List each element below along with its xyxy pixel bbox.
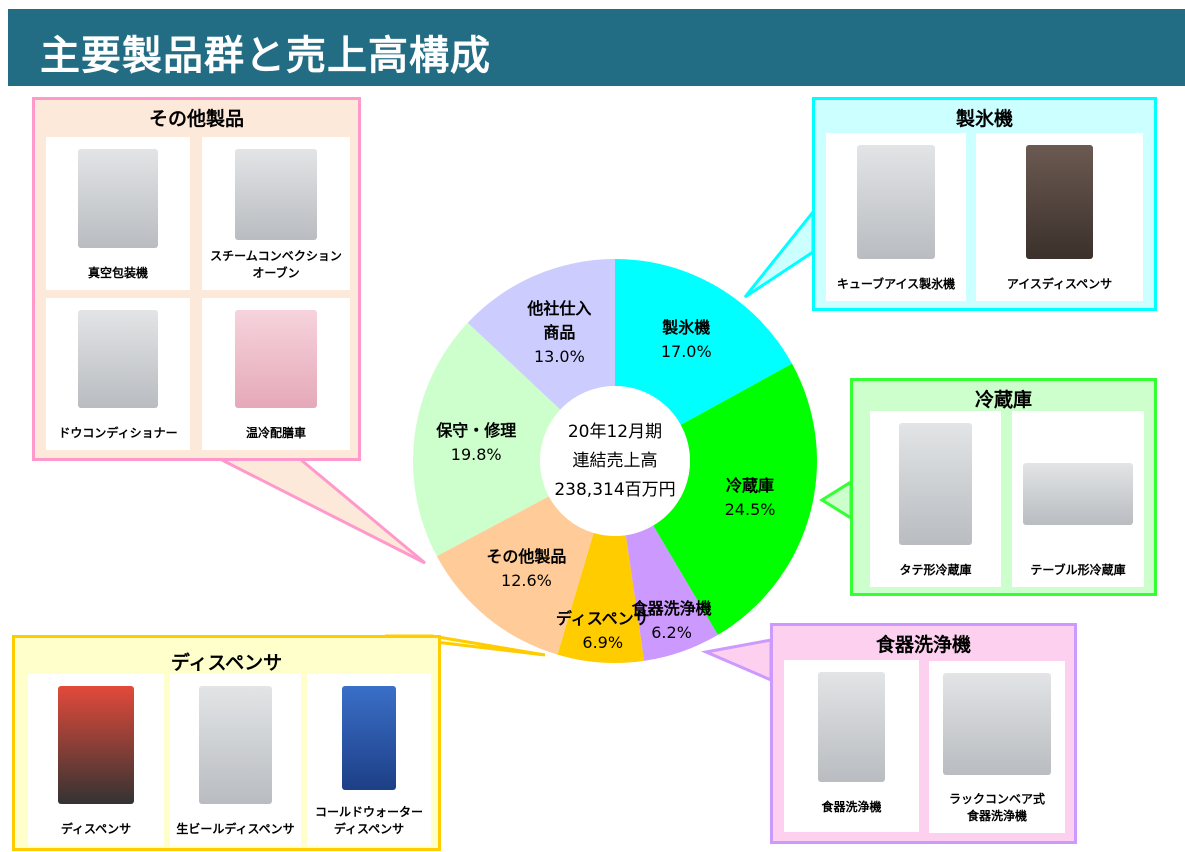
slice-label: 製氷機 17.0%: [661, 316, 712, 364]
group-title: その他製品: [148, 108, 244, 130]
group-other: その他製品 真空包装機 スチームコンベクション オーブン ドウコンディショナー …: [32, 97, 361, 461]
slice-label: 他社仕入 商品 13.0%: [527, 297, 591, 369]
product-name: タテ形冷蔵庫: [899, 563, 972, 577]
product-card: コールドウォーター ディスペンサ: [307, 674, 431, 846]
slice-name: 冷蔵庫: [726, 475, 775, 495]
center-period: 20年12月期: [567, 422, 663, 442]
slice-label: 保守・修理 19.8%: [436, 419, 516, 467]
product-image: [234, 149, 318, 240]
donut-slice: [413, 322, 561, 557]
product-image: [856, 145, 936, 259]
group-refrigerator: 冷蔵庫 タテ形冷蔵庫 テーブル形冷蔵庫: [850, 378, 1157, 596]
group-title: 冷蔵庫: [974, 389, 1032, 411]
product-card: スチームコンベクション オーブン: [202, 137, 350, 290]
page-title: 主要製品群と売上高構成: [40, 33, 491, 79]
product-name: ディスペンサ: [60, 822, 132, 836]
slice-value: 24.5%: [724, 499, 776, 519]
slice-label: 食器洗浄機 6.2%: [632, 597, 712, 645]
slice-label: 冷蔵庫 24.5%: [725, 474, 776, 522]
group-title: 食器洗浄機: [875, 634, 971, 656]
product-name: 温冷配膳車: [245, 426, 306, 440]
product-card: キューブアイス製氷機: [826, 133, 966, 301]
product-image: [817, 672, 886, 782]
product-image: [1026, 145, 1093, 259]
product-card: ディスペンサ: [28, 674, 164, 846]
product-card: アイスディスペンサ: [976, 133, 1143, 301]
slice-value: 6.2%: [651, 623, 692, 643]
center-caption: 連結売上高: [572, 451, 658, 471]
slice-name: 食器洗浄機: [631, 599, 712, 619]
product-card: タテ形冷蔵庫: [870, 411, 1001, 587]
product-card: ラックコンベア式 食器洗浄機: [929, 661, 1065, 833]
group-dishwasher: 食器洗浄機 食器洗浄機 ラックコンベア式 食器洗浄機: [770, 623, 1077, 844]
product-image: [942, 673, 1052, 775]
product-name: キューブアイス製氷機: [836, 277, 956, 291]
product-image: [198, 686, 273, 804]
donut-slice: [625, 525, 718, 661]
tail-ice: [743, 207, 815, 299]
donut-center-label: 20年12月期 連結売上高 238,314百万円: [545, 418, 685, 505]
product-image: [77, 149, 159, 248]
slice-value: 12.6%: [501, 571, 552, 591]
product-name: アイスディスペンサ: [1006, 277, 1113, 291]
slice-label: その他製品 12.6%: [486, 545, 566, 593]
product-name: 食器洗浄機: [821, 800, 882, 814]
product-image: [341, 686, 397, 790]
product-card: テーブル形冷蔵庫: [1012, 411, 1144, 587]
product-card: 食器洗浄機: [784, 660, 919, 832]
product-image: [77, 310, 159, 408]
slice-name: 他社仕入 商品: [527, 298, 592, 342]
product-name: ラックコンベア式 食器洗浄機: [948, 792, 1045, 823]
product-name: ドウコンディショナー: [58, 426, 178, 440]
title-bar: 主要製品群と売上高構成: [8, 9, 1185, 86]
product-image: [1022, 463, 1134, 525]
slice-label: ディスペンサ 6.9%: [556, 607, 650, 655]
donut-slice: [615, 259, 793, 425]
product-card: 温冷配膳車: [202, 298, 350, 450]
product-card: 生ビールディスペンサ: [170, 674, 301, 846]
group-title: 製氷機: [955, 108, 1013, 130]
group-dispenser: ディスペンサ ディスペンサ 生ビールディスペンサ コールドウォーター ディスペン…: [12, 635, 441, 851]
slice-name: ディスペンサ: [555, 608, 650, 628]
donut-slice: [557, 532, 645, 663]
product-name: コールドウォーター ディスペンサ: [314, 805, 423, 836]
product-card: ドウコンディショナー: [46, 298, 190, 450]
group-title: ディスペンサ: [170, 652, 283, 674]
donut-slice: [436, 496, 594, 655]
product-image: [57, 686, 135, 804]
tail-other: [219, 457, 426, 565]
donut-chart: [413, 259, 817, 663]
product-image: [234, 310, 318, 408]
tail-dish: [700, 638, 773, 683]
product-name: スチームコンベクション オーブン: [210, 249, 342, 280]
product-name: 真空包装機: [87, 266, 148, 280]
group-ice-machine: 製氷機 キューブアイス製氷機 アイスディスペンサ: [812, 97, 1157, 311]
donut-slice: [467, 259, 615, 410]
slice-value: 19.8%: [450, 444, 502, 464]
product-card: 真空包装機: [46, 137, 190, 290]
slice-value: 6.9%: [582, 632, 624, 652]
slice-value: 17.0%: [660, 342, 712, 362]
slice-value: 13.0%: [533, 346, 585, 366]
donut-hole: [540, 386, 690, 536]
slice-name: 保守・修理: [436, 420, 517, 440]
product-name: テーブル形冷蔵庫: [1030, 563, 1126, 577]
slice-name: 製氷機: [662, 318, 711, 338]
tail-fridge: [819, 479, 853, 521]
center-total: 238,314百万円: [554, 480, 676, 500]
donut-slice: [653, 363, 817, 635]
product-name: 生ビールディスペンサ: [176, 822, 295, 836]
product-image: [898, 423, 973, 545]
slice-name: その他製品: [486, 547, 567, 567]
